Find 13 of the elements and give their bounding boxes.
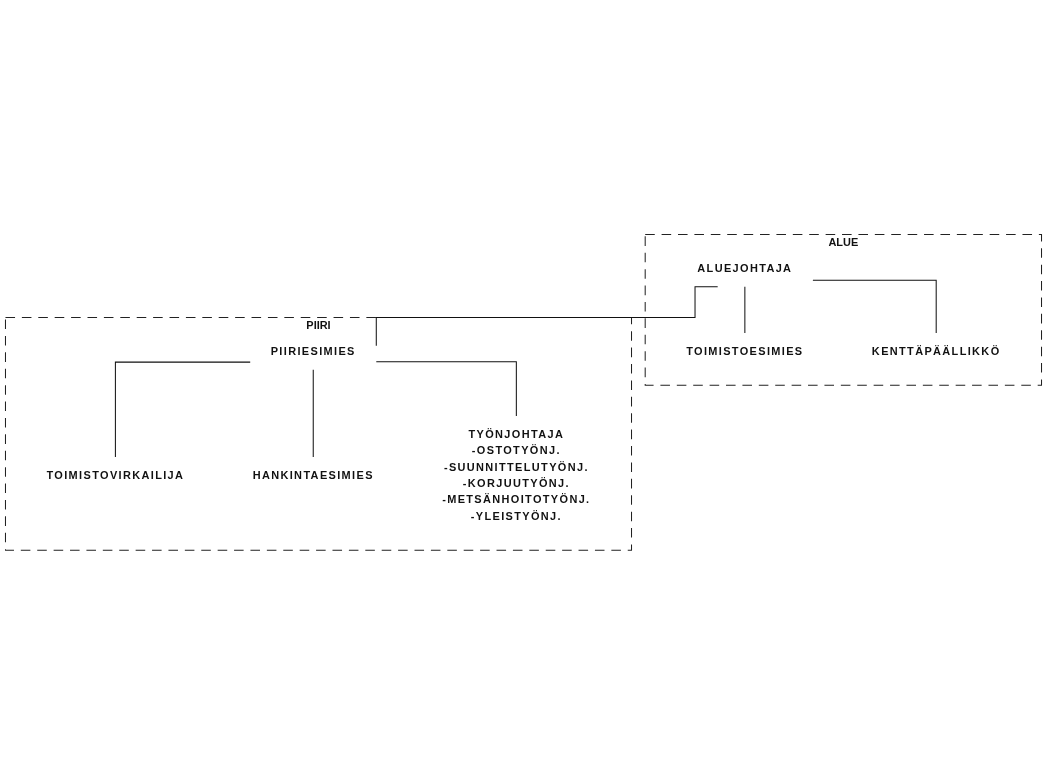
connector [312, 368, 314, 458]
node-text: HANKINTAESIMIES [252, 468, 374, 481]
connector [375, 360, 517, 417]
node-text: TYÖNJOHTAJA -OSTOTYÖNJ. -SUUNNITTELUTYÖNJ. -KORJUUTYÖNJ. -METSÄNHOITOTYÖNJ. -YLEISTYÖNJ. [442, 427, 591, 522]
connector [375, 285, 719, 346]
node-text: TOIMISTOESIMIES [686, 344, 804, 357]
node-text: KENTTÄPÄÄLLIKKÖ [871, 344, 1001, 357]
connector [114, 361, 251, 458]
connector [812, 279, 937, 334]
node-text: ALUEJOHTAJA [697, 261, 793, 274]
connector [744, 285, 746, 334]
node-text: PIIRIESIMIES [270, 344, 356, 357]
node-text: TOIMISTOVIRKAILIJA [46, 468, 185, 481]
